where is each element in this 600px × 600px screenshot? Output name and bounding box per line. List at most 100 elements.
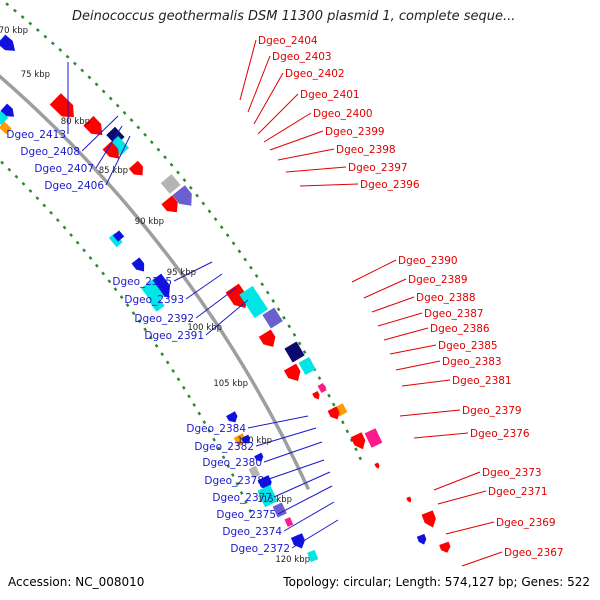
gene-label: Dgeo_2382 [194, 441, 254, 453]
gene-label: Dgeo_2413 [6, 129, 66, 141]
leader-line [269, 130, 324, 151]
gene-block [248, 465, 261, 479]
tick-label: 100 kbp [187, 323, 222, 333]
gene-label: Dgeo_2373 [482, 467, 542, 479]
gene-block [284, 341, 305, 363]
gene-arrow [226, 411, 238, 423]
gene-block [112, 230, 125, 242]
leader-line [445, 521, 495, 535]
leader-line [205, 299, 249, 336]
gene-label: Dgeo_2381 [452, 375, 512, 387]
gene-label: Dgeo_2377 [212, 492, 272, 504]
gene-label: Dgeo_2380 [202, 457, 262, 469]
leader-line [273, 471, 331, 498]
tick-label: 75 kbp [21, 70, 50, 80]
gene-arrow [0, 103, 15, 117]
gene-block [0, 110, 9, 126]
map-title: Deinococcus geothermalis DSM 11300 plasm… [72, 9, 516, 24]
leader-line [263, 441, 323, 463]
gene-arrow [131, 257, 145, 272]
gene-arrow [161, 195, 178, 213]
gene-label: Dgeo_2390 [398, 255, 458, 267]
accession-text: Accession: NC_008010 [8, 575, 145, 589]
leader-line [389, 344, 437, 355]
leader-line [283, 501, 335, 532]
title-bar: Deinococcus geothermalis DSM 11300 plasm… [0, 0, 600, 34]
leader-line [263, 112, 312, 143]
tick-label: 70 kbp [0, 26, 28, 36]
gene-label: Dgeo_2374 [222, 526, 282, 538]
gene-label: Dgeo_2372 [230, 543, 290, 555]
gene-arrow [439, 541, 451, 553]
label-lines-layer [67, 39, 503, 567]
gene-label: Dgeo_2375 [216, 509, 276, 521]
gene-label: Dgeo_2376 [470, 428, 530, 440]
leader-line [461, 551, 503, 567]
leader-line [247, 415, 309, 429]
gene-arrow [225, 283, 248, 308]
gene-arrow [128, 160, 143, 176]
leader-line [277, 148, 335, 161]
backbone-arc [0, 74, 311, 491]
gene-arrow [258, 329, 276, 347]
gene-label: Dgeo_2386 [430, 323, 490, 335]
leader-line [377, 312, 423, 327]
gene-label: Dgeo_2401 [300, 89, 360, 101]
tick-label: 80 kbp [61, 117, 90, 127]
gene-label: Dgeo_2400 [313, 108, 373, 120]
gene-label: Dgeo_2367 [504, 547, 564, 559]
gene-block [284, 517, 294, 527]
gene-arrow [0, 34, 16, 51]
leader-line [239, 39, 257, 101]
gene-block [108, 232, 123, 248]
gene-block [298, 356, 316, 376]
gene-label: Dgeo_2385 [438, 340, 498, 352]
tick-label: 105 kbp [213, 379, 248, 389]
gene-arrow [148, 273, 171, 298]
gene-label: Dgeo_2384 [186, 423, 246, 435]
leader-line [265, 459, 325, 481]
gene-label: Dgeo_2387 [424, 308, 484, 320]
gene-block [307, 549, 319, 563]
gene-block [109, 136, 130, 156]
tick-label: 110 kbp [237, 436, 272, 446]
leader-line [247, 55, 271, 113]
gene-block [239, 285, 269, 319]
gene-arrow [416, 533, 427, 545]
gene-block [272, 502, 287, 518]
backbone-layer [0, 74, 311, 491]
gene-arrow [312, 391, 320, 400]
tick-label: 120 kbp [275, 555, 310, 565]
leader-line [253, 72, 284, 125]
leader-line [255, 427, 317, 447]
gene-block [0, 121, 12, 135]
gene-block [160, 174, 181, 194]
leader-line [437, 490, 487, 505]
tick-label: 90 kbp [135, 217, 164, 227]
gene-label: Dgeo_2393 [124, 294, 184, 306]
gene-label: Dgeo_2396 [360, 179, 420, 191]
tick-label: 115 kbp [257, 495, 292, 505]
gene-label: Dgeo_2406 [44, 180, 104, 192]
gene-arrow [83, 115, 103, 136]
gene-arrow [406, 496, 412, 503]
leader-line [363, 278, 407, 299]
leader-line [81, 115, 119, 152]
gene-label: Dgeo_2388 [416, 292, 476, 304]
gene-label: Dgeo_2403 [272, 51, 332, 63]
leader-line [285, 166, 347, 173]
tick-label: 95 kbp [167, 268, 196, 278]
leader-line [413, 432, 469, 439]
leader-line [383, 327, 429, 341]
gene-label: Dgeo_2392 [134, 313, 194, 325]
gene-block [233, 433, 248, 447]
topology-summary: Topology: circular; Length: 574,127 bp; … [283, 575, 590, 589]
gene-arrow [290, 533, 305, 549]
gene-label: Dgeo_2399 [325, 126, 385, 138]
gene-block [317, 383, 327, 393]
leader-line [371, 296, 415, 313]
gene-label: Dgeo_2389 [408, 274, 468, 286]
